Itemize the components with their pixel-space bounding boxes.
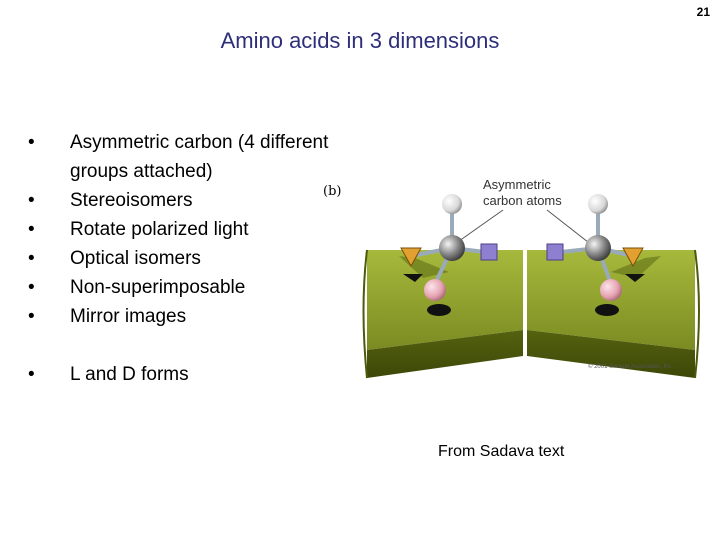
bullet-item: Asymmetric carbon (4 different groups at… (28, 128, 358, 186)
bullet-item: Non-superimposable (28, 273, 358, 302)
slide-title: Amino acids in 3 dimensions (220, 28, 500, 53)
hydrogen-atom (588, 194, 608, 214)
asymmetric-carbon-atom (585, 235, 611, 261)
figure-panel-letter: (b) (323, 184, 342, 199)
bullet-item: Mirror images (28, 302, 358, 331)
shadow-triangle (403, 274, 423, 282)
shadow-disc (595, 304, 619, 316)
shadow-disc (427, 304, 451, 316)
r-group-cube (480, 243, 498, 261)
source-credit: From Sadava text (438, 443, 565, 460)
asymmetric-carbon-atom (439, 235, 465, 261)
figure-copyright: © 2001 Sinauer Associates, Inc. (588, 364, 674, 370)
figure-label-line1: Asymmetric (483, 177, 551, 192)
amino-group-atom (424, 279, 446, 301)
bullet-item: Rotate polarized light (28, 215, 358, 244)
bullet-list: Asymmetric carbon (4 different groups at… (28, 128, 358, 389)
right-molecule (546, 194, 661, 316)
asymmetric-carbon-figure: Asymmetric carbon atoms (362, 177, 700, 379)
figure-label-line2: carbon atoms (483, 193, 562, 208)
left-molecule (399, 194, 498, 316)
r-group-cube (546, 243, 564, 261)
amino-group-atom (600, 279, 622, 301)
hydrogen-atom (442, 194, 462, 214)
bullet-item: Stereoisomers (28, 186, 358, 215)
label-pointer-right (546, 209, 594, 247)
carboxyl-group (622, 247, 644, 268)
slide-number: 21 (696, 5, 710, 19)
bullet-item: L and D forms (28, 360, 358, 389)
bullet-item: Optical isomers (28, 244, 358, 273)
shadow-triangle (625, 274, 645, 282)
carboxyl-group (400, 247, 422, 268)
